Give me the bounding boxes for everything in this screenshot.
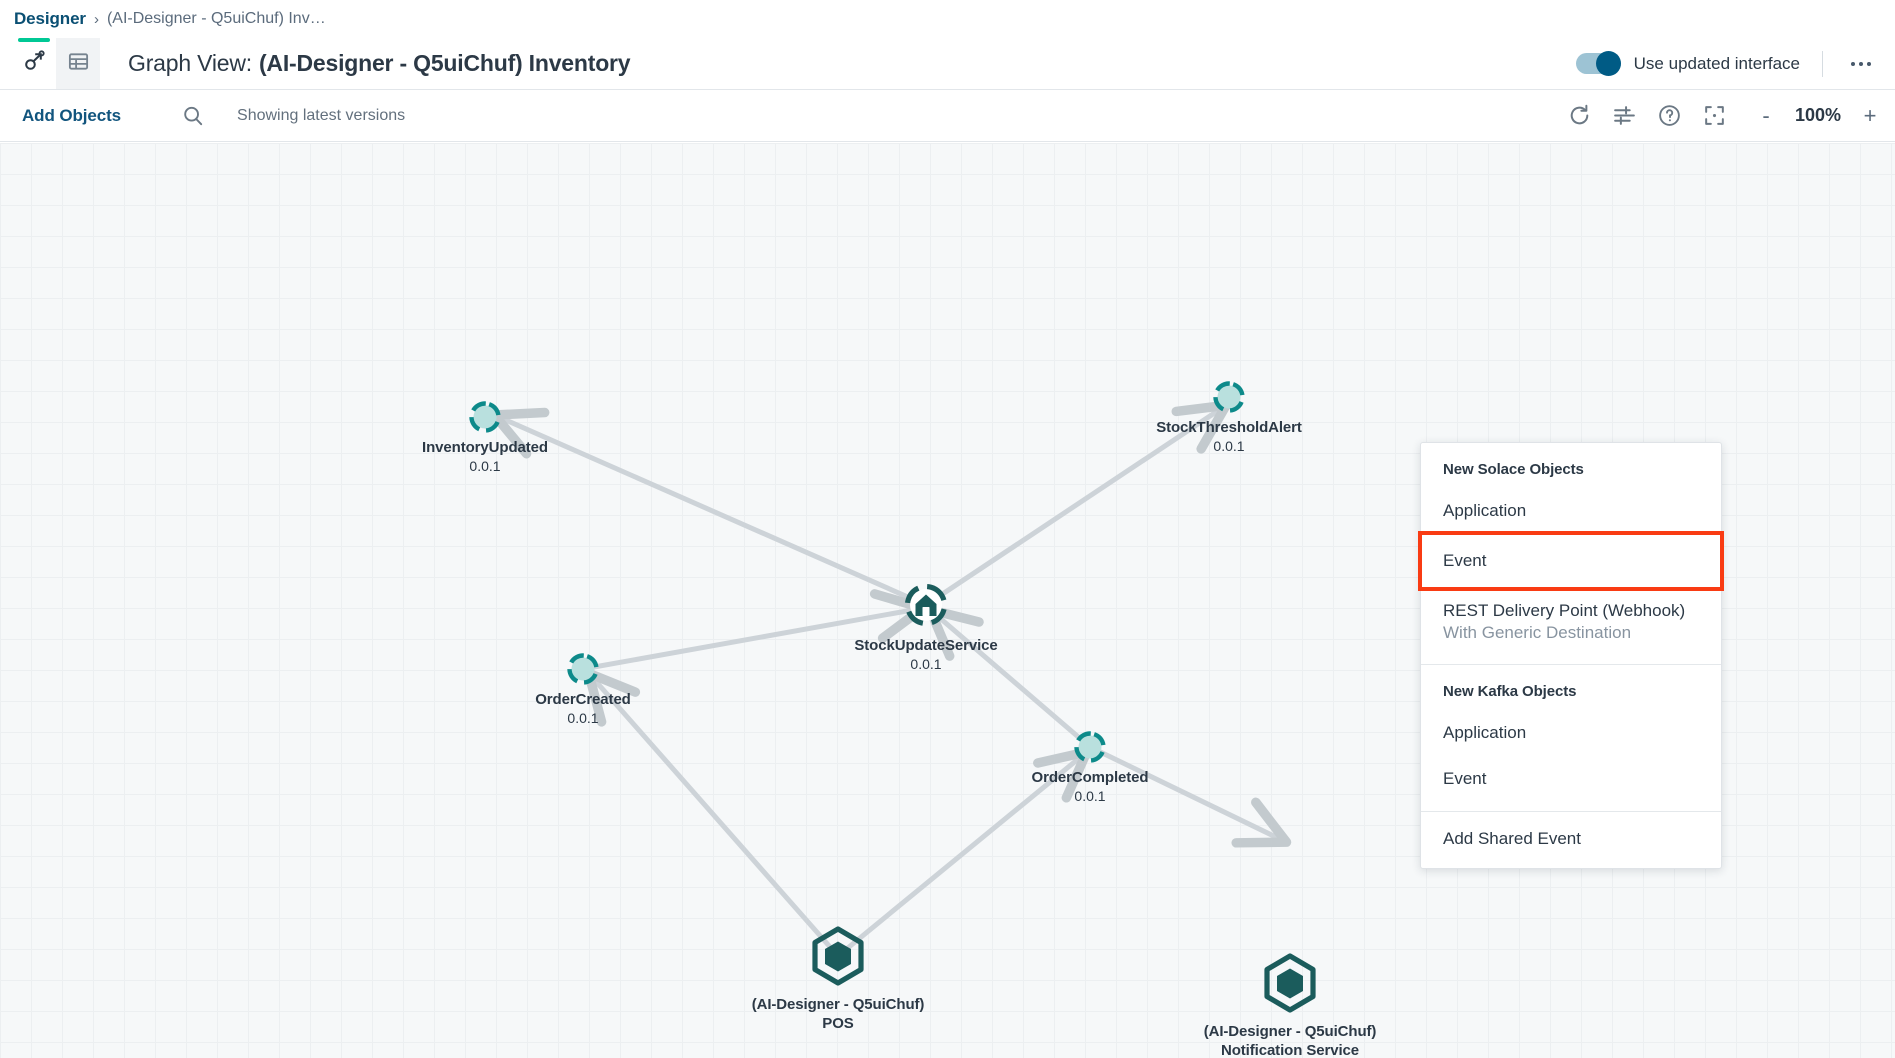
menu-item-kafka-application[interactable]: Application [1443,723,1527,743]
kebab-more-icon[interactable] [1845,56,1877,72]
breadcrumb: Designer › (AI-Designer - Q5uiChuf) Inv… [0,0,1895,38]
edge-ordercompleted-stockupdateservice [925,604,1092,749]
page-title-prefix: Graph View: [128,50,252,76]
zoom-in-button[interactable]: + [1863,102,1877,128]
header-divider [1822,50,1823,77]
tab-graph-view[interactable] [12,38,56,89]
header-actions: Use updated interface [1575,38,1895,89]
menu-item-label: REST Delivery Point (Webhook) [1443,601,1686,621]
menu-divider-1 [1421,664,1721,666]
node-ordercreated[interactable] [566,652,600,686]
updated-interface-toggle[interactable] [1575,51,1621,76]
menu-divider-2 [1421,810,1721,812]
graph-svg [468,380,1316,1013]
view-tabs [0,38,100,89]
toolbar-right-actions: - 100% + [1567,103,1877,128]
showing-versions-label: Showing latest versions [237,106,406,124]
graph-toolbar: Add Objects Showing latest versions [0,90,1895,142]
zoom-level-value: 100% [1794,105,1842,125]
help-circle-icon[interactable] [1657,103,1682,128]
edge-stockupdateservice-inventoryupdated [489,407,928,608]
zoom-controls: - 100% + [1759,102,1877,128]
page-title-main: (AI-Designer - Q5uiChuf) Inventory [258,50,631,76]
node-stockupdateservice[interactable] [903,582,949,628]
menu-item-solace-application[interactable]: Application [1443,501,1527,520]
menu-section-title-kafka: New Kafka Objects [1443,683,1577,701]
settings-sliders-icon[interactable] [1612,103,1637,128]
refresh-icon[interactable] [1567,103,1592,128]
edge-pos-ordercompleted [836,747,1092,958]
menu-item-sublabel: With Generic Destination [1443,623,1632,643]
edge-stockupdateservice-stockthresholdalert [924,400,1231,608]
add-objects-button[interactable]: Add Objects [22,105,122,125]
node-notification-service[interactable] [1264,953,1316,1013]
toggle-knob [1595,51,1621,76]
breadcrumb-current[interactable]: (AI-Designer - Q5uiChuf) Inv… [106,10,326,27]
edge-ordercreated-stockupdateservice [582,589,928,672]
page-title: Graph View: (AI-Designer - Q5uiChuf) Inv… [128,38,631,89]
tab-table-view[interactable] [56,38,100,89]
graph-edges [489,400,1292,958]
menu-item-solace-event[interactable]: Event [1418,531,1724,592]
breadcrumb-root-link[interactable]: Designer [14,9,86,28]
menu-item-label: Event [1443,551,1487,571]
fit-to-screen-icon[interactable] [1702,103,1727,128]
edge-pos-ordercreated [583,668,840,958]
add-objects-menu[interactable]: New Solace Objects Application Event RES… [1418,442,1724,869]
menu-section-title-solace: New Solace Objects [1443,461,1584,478]
node-ordercompleted[interactable] [1073,730,1107,764]
updated-interface-toggle-group[interactable]: Use updated interface [1575,51,1800,76]
table-grid-icon [67,50,90,78]
menu-item-rest-delivery-point[interactable]: REST Delivery Point (Webhook) With Gener… [1421,588,1721,656]
graph-node-icon [22,49,46,78]
menu-item-kafka-event[interactable]: Event [1443,769,1487,789]
zoom-out-button[interactable]: - [1762,102,1770,128]
graph-canvas[interactable]: InventoryUpdated 0.0.1 StockThresholdAle… [0,143,1895,1058]
search-icon[interactable] [181,104,205,128]
node-stockthresholdalert[interactable] [1212,380,1246,414]
page-header: Graph View: (AI-Designer - Q5uiChuf) Inv… [0,38,1895,90]
menu-item-add-shared-event[interactable]: Add Shared Event [1443,828,1581,848]
node-pos[interactable] [812,926,864,986]
edge-ordercompleted-notificationservice [1088,744,1292,848]
updated-interface-toggle-label: Use updated interface [1633,53,1800,73]
breadcrumb-separator-icon: › [93,10,99,28]
node-inventoryupdated[interactable] [468,400,502,434]
